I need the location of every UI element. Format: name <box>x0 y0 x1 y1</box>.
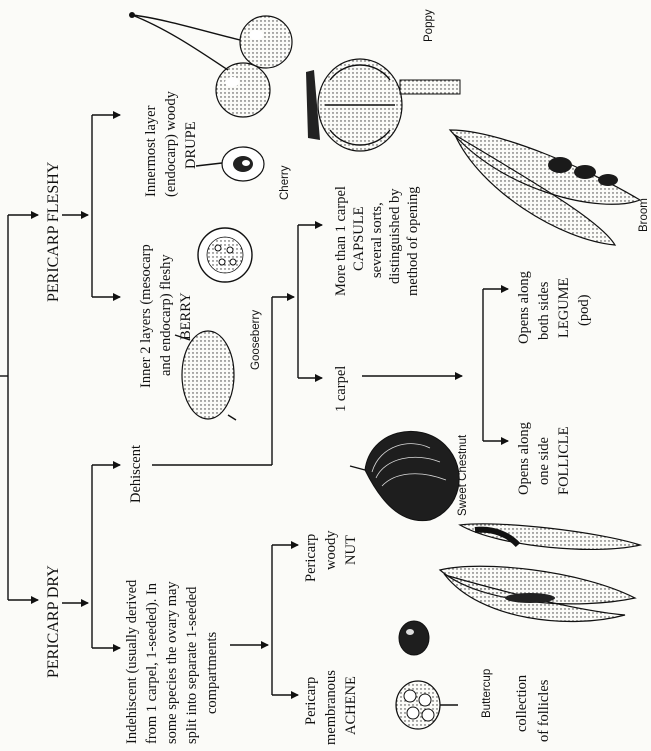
svg-text:several sorts,: several sorts, <box>369 202 385 278</box>
caption-gooseberry: Gooseberry <box>250 310 262 370</box>
svg-text:compartments: compartments <box>204 631 220 714</box>
svg-text:Pericarp: Pericarp <box>303 534 319 582</box>
cherry-section-illustration <box>196 147 264 181</box>
node-drupe: Innermost layer (endocarp) woody DRUPE <box>143 90 199 197</box>
poppy-capsule-illustration <box>306 59 460 151</box>
svg-text:membranous: membranous <box>323 670 339 745</box>
buttercup-illustration <box>396 681 458 729</box>
node-capsule: More than 1 carpel CAPSULE several sorts… <box>333 186 421 296</box>
svg-text:ACHENE: ACHENE <box>343 676 359 735</box>
svg-text:DRUPE: DRUPE <box>183 121 199 169</box>
caption-poppy: Poppy <box>423 9 435 42</box>
svg-text:(endocarp) woody: (endocarp) woody <box>163 90 179 197</box>
svg-text:of follicles: of follicles <box>536 679 552 742</box>
svg-text:(pod): (pod) <box>576 294 592 326</box>
svg-text:collection: collection <box>514 674 530 732</box>
svg-text:distinguished by: distinguished by <box>387 188 403 284</box>
svg-text:Broom: Broom <box>638 198 650 232</box>
svg-text:FOLLICLE: FOLLICLE <box>556 426 572 495</box>
svg-text:PERICARP DRY: PERICARP DRY <box>45 565 62 678</box>
node-achene: Pericarp membranous ACHENE <box>303 670 359 745</box>
svg-text:Inner 2 layers (mesocarp: Inner 2 layers (mesocarp <box>138 244 154 388</box>
broom-pod-illustration <box>450 130 640 245</box>
svg-text:1 carpel: 1 carpel <box>333 366 349 412</box>
svg-text:PERICARP FLESHY: PERICARP FLESHY <box>45 161 62 302</box>
svg-text:Opens along: Opens along <box>516 422 532 495</box>
svg-text:Indehiscent (usually derived: Indehiscent (usually derived <box>124 579 140 744</box>
node-follicle: Opens along one side FOLLICLE <box>516 422 572 495</box>
svg-text:Opens along: Opens along <box>516 271 532 344</box>
svg-text:Dehiscent: Dehiscent <box>128 445 144 503</box>
svg-text:CAPSULE: CAPSULE <box>351 206 367 271</box>
node-indehiscent: Indehiscent (usually derived from 1 carp… <box>124 579 220 744</box>
svg-text:NUT: NUT <box>343 535 359 565</box>
svg-text:one side: one side <box>536 437 552 485</box>
achene-illustration <box>399 621 429 655</box>
svg-text:BERRY: BERRY <box>178 292 194 340</box>
heading-pericarp-dry: PERICARP DRY <box>45 565 62 678</box>
node-one-carpel: 1 carpel <box>333 366 349 412</box>
svg-text:Buttercup: Buttercup <box>481 669 493 718</box>
svg-text:and endocarp) fleshy: and endocarp) fleshy <box>158 254 174 376</box>
svg-text:some species the ovary may: some species the ovary may <box>164 581 180 744</box>
follicle-pods-illustration <box>440 524 640 622</box>
caption-broom: Broom <box>638 198 650 232</box>
svg-text:method of opening: method of opening <box>405 186 421 296</box>
svg-text:Pericarp: Pericarp <box>303 677 319 725</box>
caption-cherry: Cherry <box>279 165 291 200</box>
cherry-fruit-illustration <box>129 12 292 117</box>
gooseberry-section-illustration <box>198 228 252 282</box>
svg-text:LEGUME: LEGUME <box>556 277 572 338</box>
connector-lines <box>0 115 508 695</box>
node-dehiscent: Dehiscent <box>128 445 144 503</box>
svg-text:woody: woody <box>323 530 339 570</box>
node-legume: Opens along both sides LEGUME (pod) <box>516 271 592 344</box>
svg-text:Poppy: Poppy <box>423 9 435 42</box>
svg-text:both sides: both sides <box>536 281 552 340</box>
svg-text:More than 1 carpel: More than 1 carpel <box>333 186 349 296</box>
svg-text:Gooseberry: Gooseberry <box>250 310 262 370</box>
svg-text:Cherry: Cherry <box>279 165 291 200</box>
svg-text:Innermost layer: Innermost layer <box>143 105 159 197</box>
svg-text:from 1 carpel, 1-seeded). In: from 1 carpel, 1-seeded). In <box>144 582 160 744</box>
caption-buttercup: Buttercup <box>481 669 493 718</box>
sweet-chestnut-illustration <box>350 431 459 520</box>
gooseberry-whole-illustration <box>175 331 236 420</box>
node-collection-of-follicles: collection of follicles <box>514 674 552 742</box>
svg-text:split into separate 1-seeded: split into separate 1-seeded <box>184 586 200 744</box>
heading-pericarp-fleshy: PERICARP FLESHY <box>45 161 62 302</box>
node-nut: Pericarp woody NUT <box>303 530 359 582</box>
